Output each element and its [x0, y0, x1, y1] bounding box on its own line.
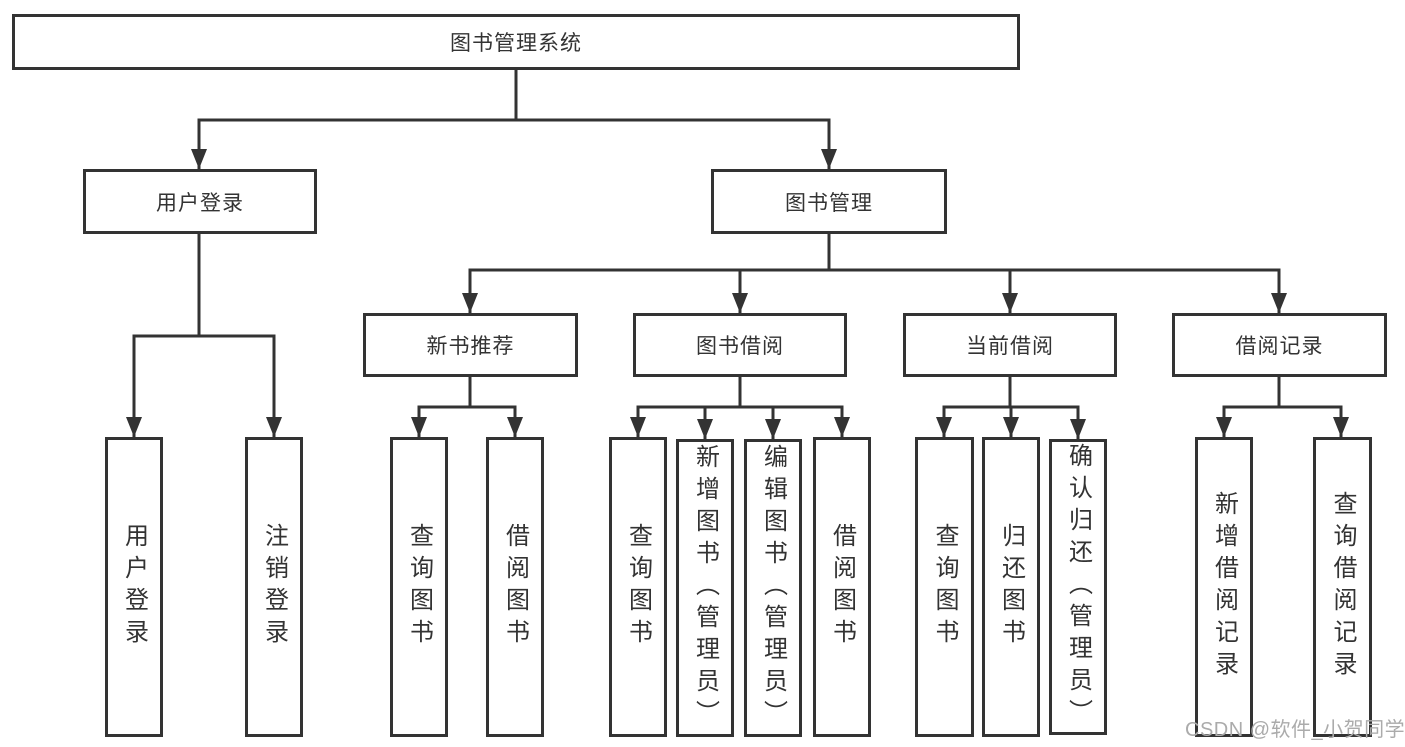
leaf-nb-borrow-books: 借阅图书	[486, 437, 544, 737]
node-root-library-management-system: 图书管理系统	[12, 14, 1020, 70]
node-book-management: 图书管理	[711, 169, 947, 234]
leaf-cb-confirm-return-admin: 确认归还（管理员）	[1049, 439, 1107, 735]
node-new-book-recommendation: 新书推荐	[363, 313, 578, 377]
csdn-watermark: CSDN @软件_小贺同学	[1185, 719, 1405, 741]
node-current-borrowing: 当前借阅	[903, 313, 1117, 377]
leaf-bb-borrow-books: 借阅图书	[813, 437, 871, 737]
leaf-logout-login: 注销登录	[245, 437, 303, 737]
leaf-cb-query-books: 查询图书	[915, 437, 974, 737]
node-book-borrowing: 图书借阅	[633, 313, 847, 377]
leaf-br-query-borrow-record: 查询借阅记录	[1313, 437, 1372, 737]
leaf-user-login: 用户登录	[105, 437, 163, 737]
node-user-login: 用户登录	[83, 169, 317, 234]
leaf-bb-add-books-admin: 新增图书（管理员）	[676, 439, 734, 737]
node-borrowing-records: 借阅记录	[1172, 313, 1387, 377]
leaf-cb-return-books: 归还图书	[982, 437, 1040, 737]
leaf-bb-query-books: 查询图书	[609, 437, 667, 737]
leaf-bb-edit-books-admin: 编辑图书（管理员）	[744, 439, 802, 737]
leaf-br-add-borrow-record: 新增借阅记录	[1195, 437, 1253, 737]
leaf-nb-query-books: 查询图书	[390, 437, 448, 737]
